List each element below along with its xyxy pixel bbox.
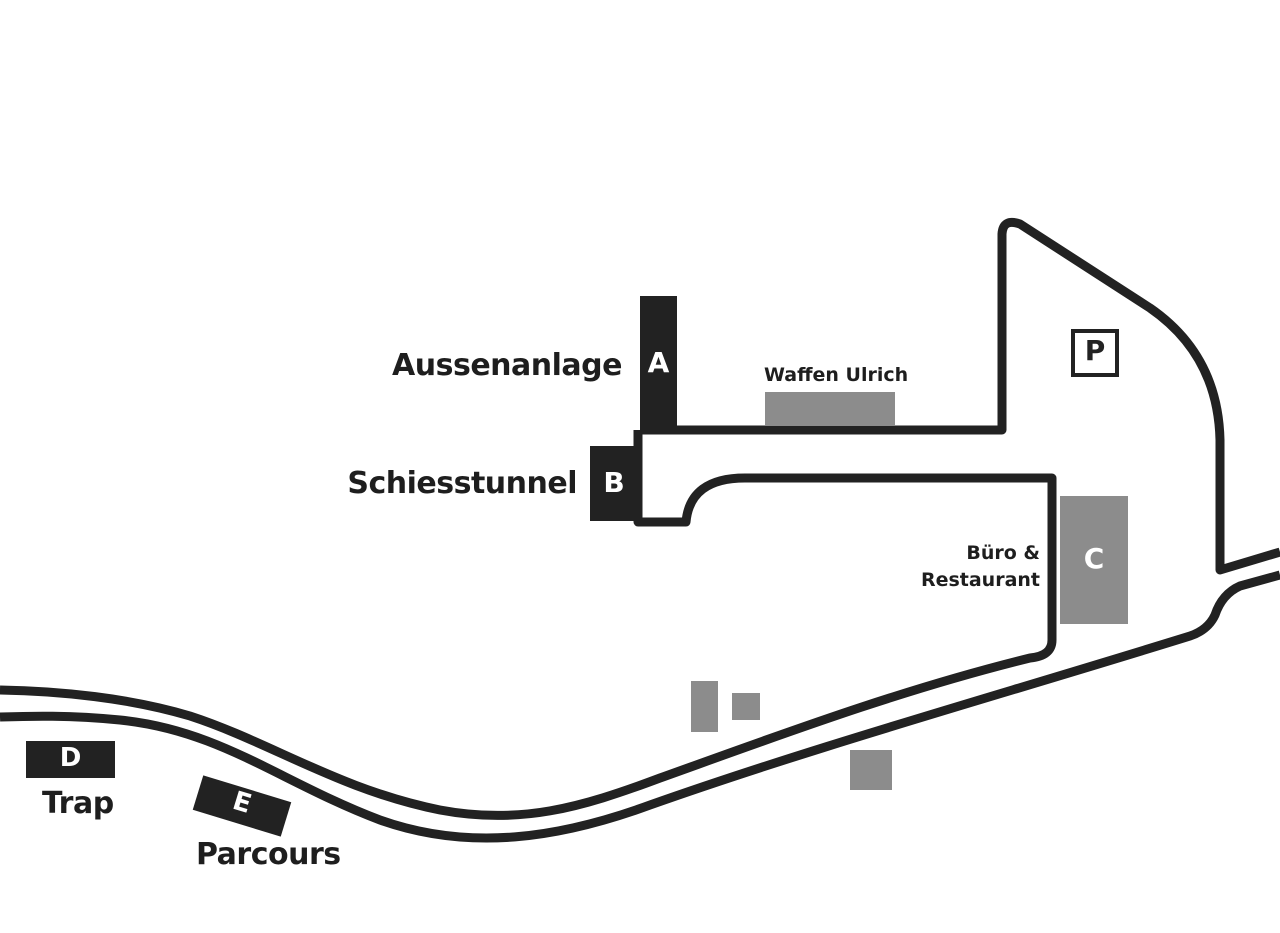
building-a[interactable] xyxy=(640,296,677,428)
label-trap: Trap xyxy=(42,786,114,821)
outbuilding xyxy=(732,693,760,720)
label-parcours: Parcours xyxy=(196,837,341,872)
area-d-letter: D xyxy=(59,743,82,773)
label-schiesstunnel: Schiesstunnel xyxy=(347,466,577,501)
building-waffen-ulrich[interactable] xyxy=(765,392,895,426)
outbuilding xyxy=(691,681,718,732)
building-d[interactable] xyxy=(26,741,115,778)
parking-icon[interactable] xyxy=(1071,329,1119,377)
area-a-letter: A xyxy=(647,346,670,379)
label-restaurant: Restaurant xyxy=(920,569,1040,591)
building-b[interactable] xyxy=(590,446,638,521)
label-buero: Büro & xyxy=(966,542,1040,564)
label-waffen-ulrich: Waffen Ulrich xyxy=(764,364,909,386)
building-e[interactable] xyxy=(192,775,292,837)
building-c[interactable] xyxy=(1060,496,1128,624)
main-road-lower-edge xyxy=(0,570,1280,843)
label-aussenanlage: Aussenanlage xyxy=(392,348,622,383)
outbuilding xyxy=(850,750,892,790)
main-road-upper-edge xyxy=(0,430,1057,821)
area-b-letter: B xyxy=(603,466,625,499)
road-upper-edge xyxy=(640,217,1280,575)
area-c-letter: C xyxy=(1083,542,1105,575)
parking-letter: P xyxy=(1084,334,1106,367)
